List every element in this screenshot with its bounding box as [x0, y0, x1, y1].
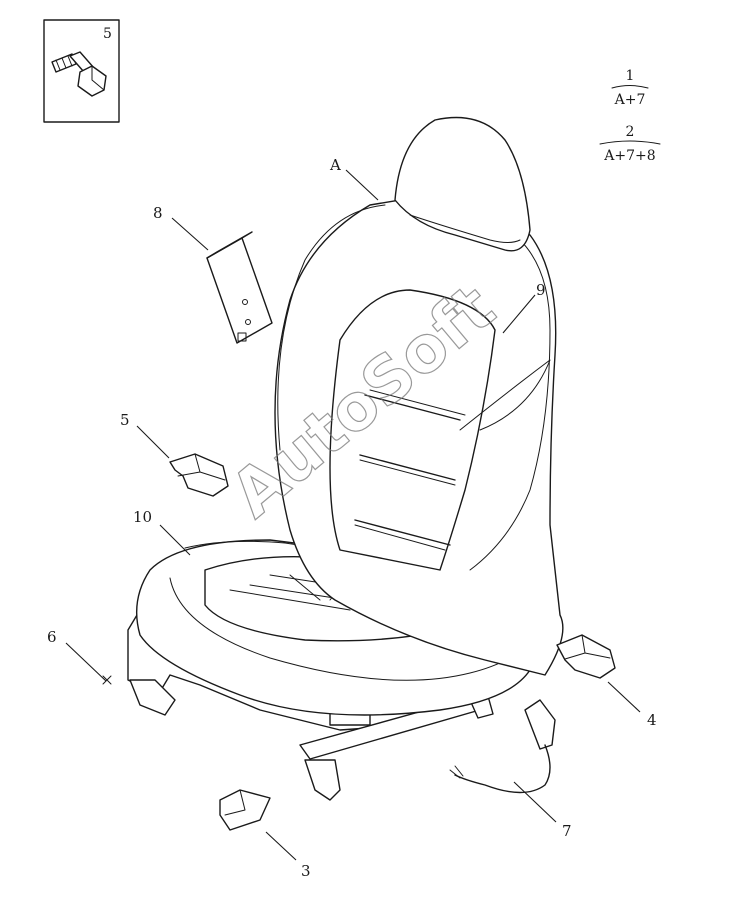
- callout-3: 3: [301, 862, 311, 880]
- seat-assembly: [127, 116, 564, 801]
- callout-9: 9: [536, 281, 546, 299]
- seat-headrest: [394, 116, 531, 252]
- callout-A: A: [329, 156, 341, 174]
- leader-lines: [65, 169, 641, 861]
- part-6-cross-marker: [102, 675, 112, 685]
- legend-row2-formula: A+7+8: [603, 148, 655, 164]
- part-4-trim-cover: [556, 634, 616, 679]
- legend-row2-number: 2: [626, 124, 635, 140]
- callout-7: 7: [562, 822, 572, 840]
- callout-10: 10: [133, 508, 152, 526]
- inset-callout-5: 5: [103, 26, 112, 42]
- callout-6: 6: [47, 628, 57, 646]
- callout-4: 4: [647, 711, 657, 729]
- bolt-inset: 5: [43, 19, 120, 123]
- bolt-icon: [51, 51, 107, 97]
- part-7-seat-belt-buckle: [449, 699, 556, 794]
- legend: 1 A+7 2 A+7+8: [599, 68, 661, 164]
- legend-row1-formula: A+7: [614, 92, 646, 108]
- callout-8: 8: [153, 204, 163, 222]
- legend-row1-number: 1: [626, 68, 635, 84]
- callout-5: 5: [120, 411, 130, 429]
- part-8-module: [206, 231, 273, 344]
- part-3-trim-cover: [219, 789, 271, 831]
- part-5-trim-cover: [169, 453, 229, 497]
